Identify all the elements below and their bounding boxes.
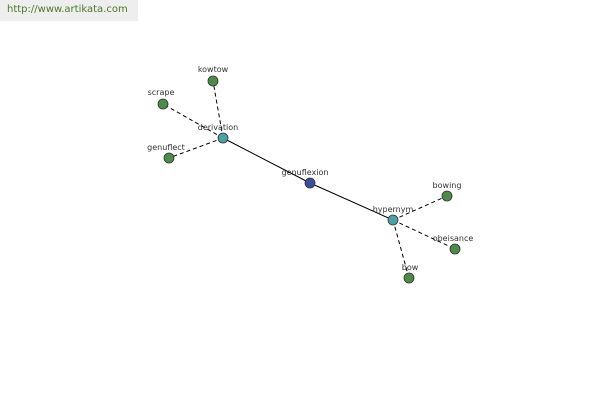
node-hypernym[interactable]: hypernym (373, 205, 414, 226)
edge-derivation-kowtow (212, 80, 224, 139)
nodes-layer: genuflexion derivation hypernym kowtow scrap… (147, 65, 474, 284)
node-circle-obeisance[interactable] (449, 243, 461, 255)
edge-genuflexion-hypernym (309, 182, 394, 221)
node-circle-genuflect[interactable] (163, 152, 175, 164)
edges-layer (162, 80, 456, 279)
node-label-genuflect[interactable]: genuflect (147, 143, 185, 152)
node-circle-genuflexion[interactable] (304, 177, 316, 189)
node-label-bow[interactable]: bow (402, 263, 419, 272)
node-circle-scrape[interactable] (157, 98, 169, 110)
node-circle-kowtow[interactable] (207, 75, 219, 87)
node-circle-hypernym[interactable] (387, 214, 399, 226)
site-url-banner[interactable]: http://www.artikata.com (0, 0, 138, 21)
node-circle-bowing[interactable] (441, 190, 453, 202)
edge-derivation-scrape (162, 103, 224, 139)
node-kowtow[interactable]: kowtow (198, 65, 229, 87)
edge-hypernym-obeisance (392, 219, 456, 250)
node-derivation[interactable]: derivation (198, 123, 238, 144)
node-label-kowtow[interactable]: kowtow (198, 65, 229, 74)
node-bow[interactable]: bow (402, 263, 419, 284)
node-obeisance[interactable]: obeisance (433, 234, 474, 255)
node-circle-derivation[interactable] (217, 132, 229, 144)
node-label-genuflexion[interactable]: genuflexion (282, 168, 329, 177)
node-label-obeisance[interactable]: obeisance (433, 234, 474, 243)
node-genuflexion[interactable]: genuflexion (282, 168, 329, 189)
node-label-scrape[interactable]: scrape (148, 88, 175, 97)
node-label-derivation[interactable]: derivation (198, 123, 238, 132)
node-label-bowing[interactable]: bowing (433, 181, 462, 190)
edge-hypernym-bow (392, 219, 410, 279)
node-label-hypernym[interactable]: hypernym (373, 205, 414, 214)
edge-genuflexion-derivation (222, 137, 311, 184)
node-genuflect[interactable]: genuflect (147, 143, 185, 164)
node-scrape[interactable]: scrape (148, 88, 175, 110)
edge-derivation-genuflect (168, 137, 224, 159)
edge-hypernym-bowing (392, 195, 448, 221)
node-circle-bow[interactable] (403, 272, 415, 284)
site-url-text[interactable]: http://www.artikata.com (7, 4, 128, 15)
node-bowing[interactable]: bowing (433, 181, 462, 202)
